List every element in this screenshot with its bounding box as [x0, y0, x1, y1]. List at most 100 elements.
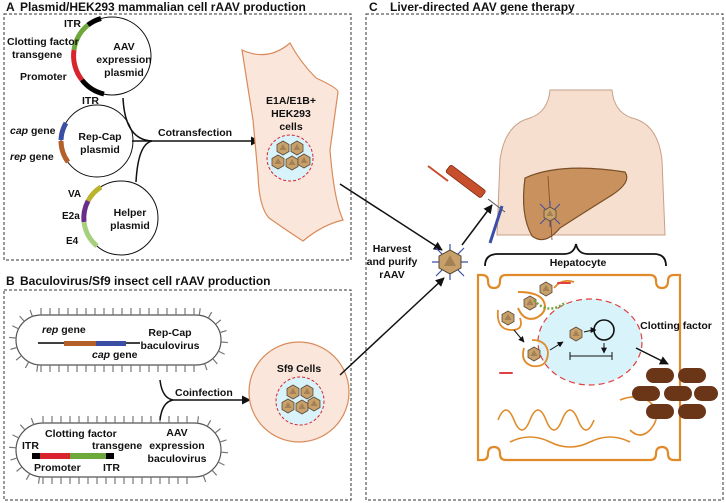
baculovirus-spikes-2: [9, 416, 228, 484]
rep-gene-bar: [64, 341, 96, 346]
repcap-plasmid-name-1: Rep-Cap: [78, 131, 121, 143]
clotting-factor-molecule: [694, 386, 718, 401]
spike: [37, 476, 41, 484]
panel-c: C Liver-directed AAV gene therapy: [339, 0, 724, 501]
spike: [29, 309, 33, 317]
hepatocyte-brace: [484, 243, 667, 267]
itr-bottom-label: ITR: [82, 95, 99, 107]
panel-b-title: Baculovirus/Sf9 insect cell rAAV product…: [20, 274, 271, 288]
helper-plasmid: Helper plasmid VA E2a E4: [62, 180, 159, 256]
spike: [217, 461, 225, 466]
hek-to-raav-arrow: [339, 183, 443, 251]
panel-c-title: Liver-directed AAV gene therapy: [390, 0, 575, 14]
panel-c-border: [365, 13, 724, 501]
spike: [207, 311, 213, 319]
itr-top-segment: [86, 16, 102, 28]
baculo-itr-right: ITR: [103, 462, 120, 474]
repcap-baculovirus: Rep-Cap baculovirus rep gene cap gene: [9, 308, 228, 372]
spike: [36, 364, 39, 372]
aav-baculo-name-3: baculovirus: [148, 453, 207, 465]
hek293-cell: E1A/E1B+ HEK293 cells: [241, 42, 344, 242]
sf9-label: Sf9 Cells: [277, 363, 322, 375]
spike: [206, 420, 212, 427]
spike: [9, 336, 17, 339]
sf9-cell: Sf9 Cells: [248, 341, 350, 443]
secretion-arrow: [635, 347, 669, 365]
spike: [215, 319, 222, 325]
spike: [198, 308, 201, 316]
hepatocyte-cell: [476, 273, 682, 462]
transgene-segment: [71, 23, 90, 51]
hek-cell-label-1: E1A/E1B+: [266, 95, 316, 107]
harvest-label-1: Harvest: [373, 243, 412, 255]
aav-baculo-name-1: AAV: [166, 427, 187, 439]
aav-plasmid-name-3: plasmid: [104, 67, 144, 79]
clotting-factor-molecule: [664, 386, 692, 401]
syringe-icon: [427, 164, 506, 244]
hepatocyte-label: Hepatocyte: [550, 257, 607, 269]
e4-label: E4: [66, 236, 79, 247]
spike: [220, 451, 228, 454]
spike: [19, 424, 26, 431]
cap-gene-bar: [96, 341, 126, 346]
spike: [220, 341, 228, 344]
va-segment: [85, 184, 103, 203]
harvest-to-injection-arrow: [461, 204, 493, 246]
clotting-factor-molecule: [646, 404, 674, 419]
spike: [214, 428, 221, 434]
spike: [219, 439, 227, 443]
repcap-plasmid: Rep-Cap plasmid cap gene rep gene: [10, 104, 134, 178]
clotting-factor-molecules: [632, 368, 718, 419]
baculo-transgene-2: transgene: [92, 440, 142, 452]
spike: [202, 475, 207, 483]
repcap-baculo-name-1: Rep-Cap: [148, 327, 191, 339]
spike: [24, 361, 30, 369]
spike: [30, 417, 35, 425]
baculovirus-spikes: [9, 308, 228, 372]
baculo-itr-left: ITR: [22, 440, 39, 452]
spike: [219, 329, 227, 334]
rep-gene-label-b: rep gene: [42, 324, 86, 336]
panel-a-letter: A: [6, 0, 15, 14]
clotting-factor-molecule: [678, 404, 706, 419]
spike: [196, 416, 200, 424]
spike: [12, 434, 20, 439]
clotting-factor-molecule: [678, 368, 706, 383]
clotting-factor-label: Clotting factor: [640, 320, 712, 332]
itr-bottom-segment: [80, 78, 105, 97]
panel-b-border: [3, 289, 352, 501]
helper-plasmid-name-2: plasmid: [110, 220, 150, 232]
clotting-factor-molecule: [646, 368, 674, 383]
hek-cell-label-3: cells: [279, 121, 303, 133]
transgene-label-2: transgene: [12, 49, 62, 61]
aav-plasmid-name-2: expression: [96, 54, 151, 66]
repcap-baculo-name-2: baculovirus: [141, 340, 200, 352]
clotting-factor-molecule: [632, 386, 660, 401]
coinfection-label: Coinfection: [175, 387, 233, 399]
e2a-label: E2a: [62, 211, 80, 222]
spike: [16, 466, 23, 472]
baculo-promoter-label: Promoter: [34, 462, 81, 474]
raav-particle: [432, 244, 468, 280]
va-label: VA: [68, 189, 81, 200]
e2a-segment: [81, 199, 91, 223]
spike: [25, 473, 31, 480]
spike: [10, 346, 18, 351]
spike: [19, 315, 25, 322]
harvest-label-2: and purify: [367, 256, 418, 268]
aav-expression-plasmid: AAV expression plasmid ITR Clotting fact…: [7, 16, 152, 107]
hek-cell-label-2: HEK293: [271, 108, 311, 120]
promoter-segment: [71, 49, 85, 82]
baculo-promoter-bar: [40, 453, 70, 459]
spike: [212, 358, 218, 365]
promoter-label: Promoter: [20, 71, 67, 83]
spike: [204, 363, 208, 371]
baculo-transgene-1: Clotting factor: [45, 428, 117, 440]
helper-plasmid-name-1: Helper: [114, 207, 147, 219]
coinfection-connector: Coinfection: [159, 379, 251, 421]
panel-b: B Baculovirus/Sf9 insect cell rAAV produ…: [3, 274, 352, 501]
panel-a-border: [3, 13, 352, 261]
hepatocyte-nucleus: [537, 298, 643, 386]
liver-vector: [539, 201, 561, 227]
